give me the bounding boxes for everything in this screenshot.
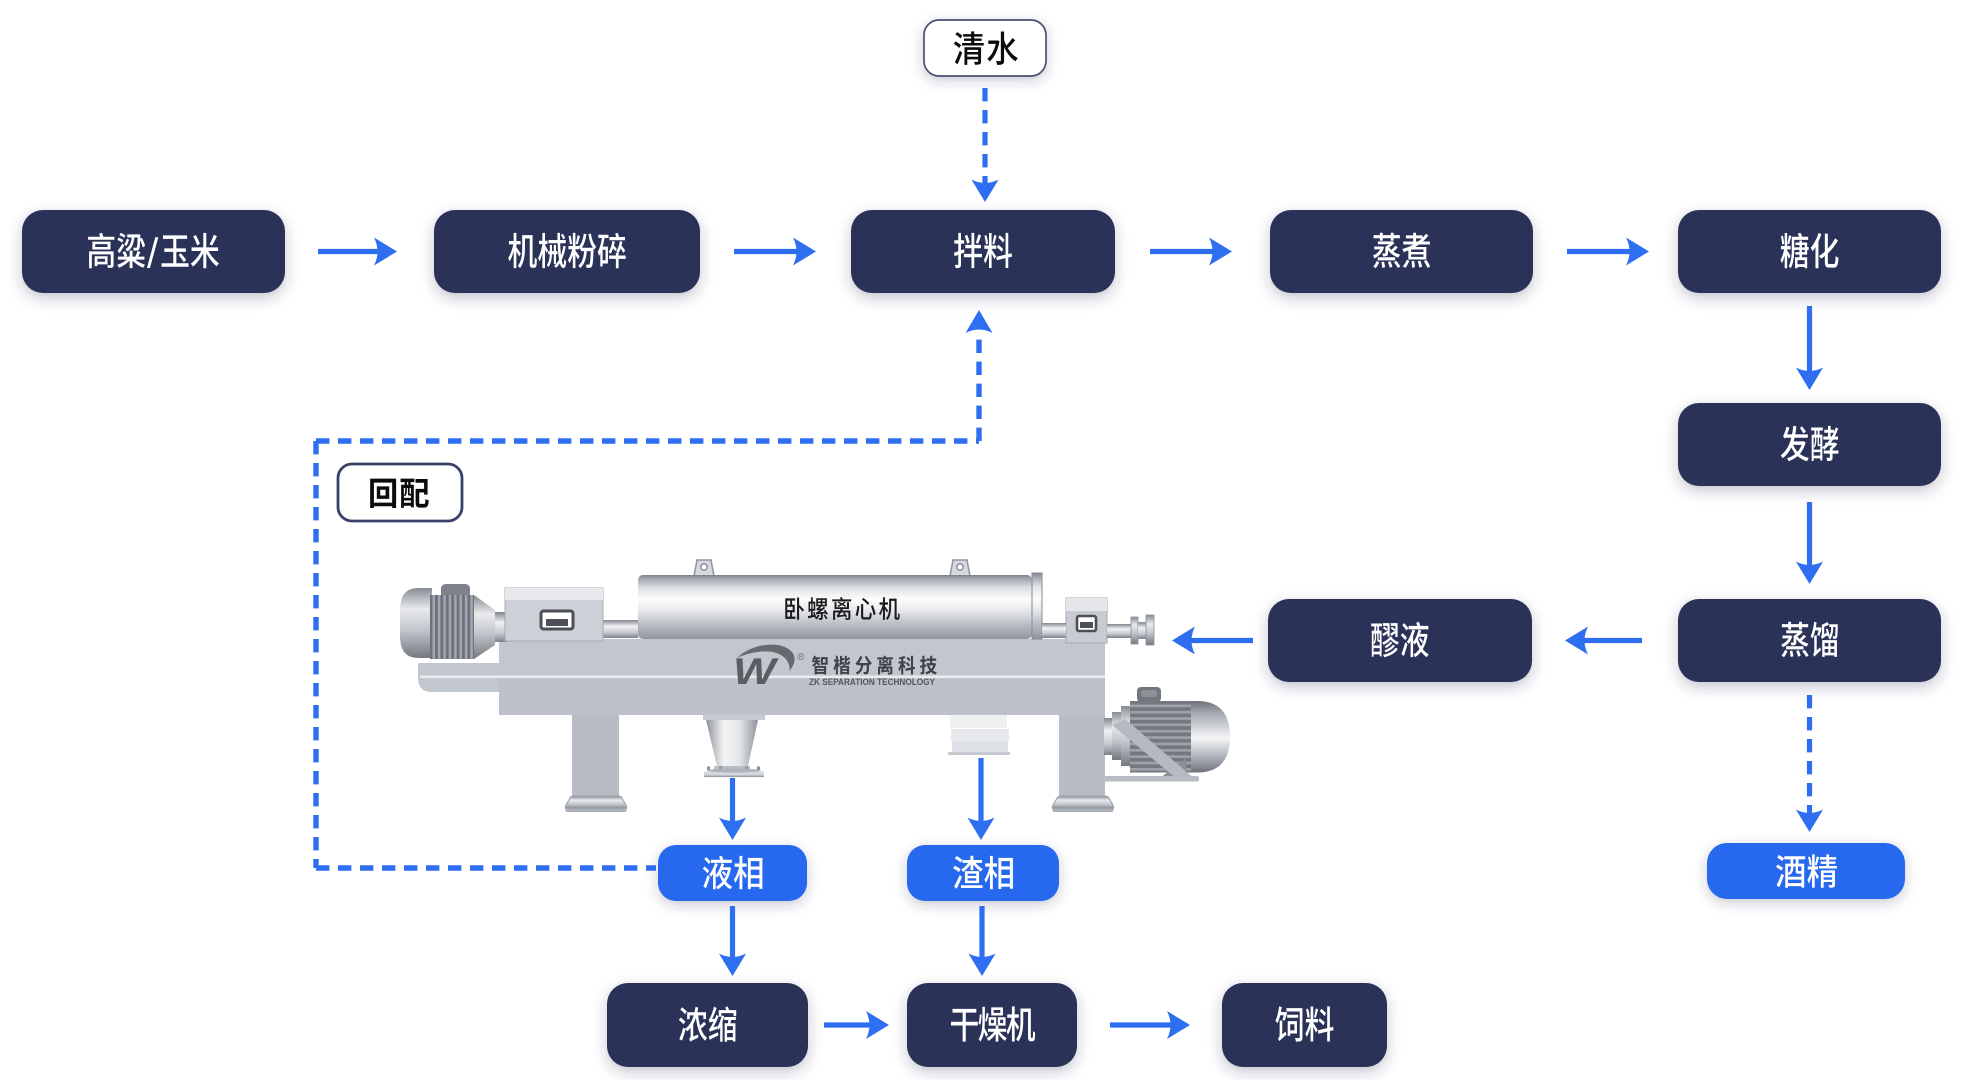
svg-text:ZK SEPARATION TECHNOLOGY: ZK SEPARATION TECHNOLOGY: [809, 677, 935, 687]
svg-text:®: ®: [797, 652, 805, 663]
svg-text:W: W: [733, 651, 779, 692]
